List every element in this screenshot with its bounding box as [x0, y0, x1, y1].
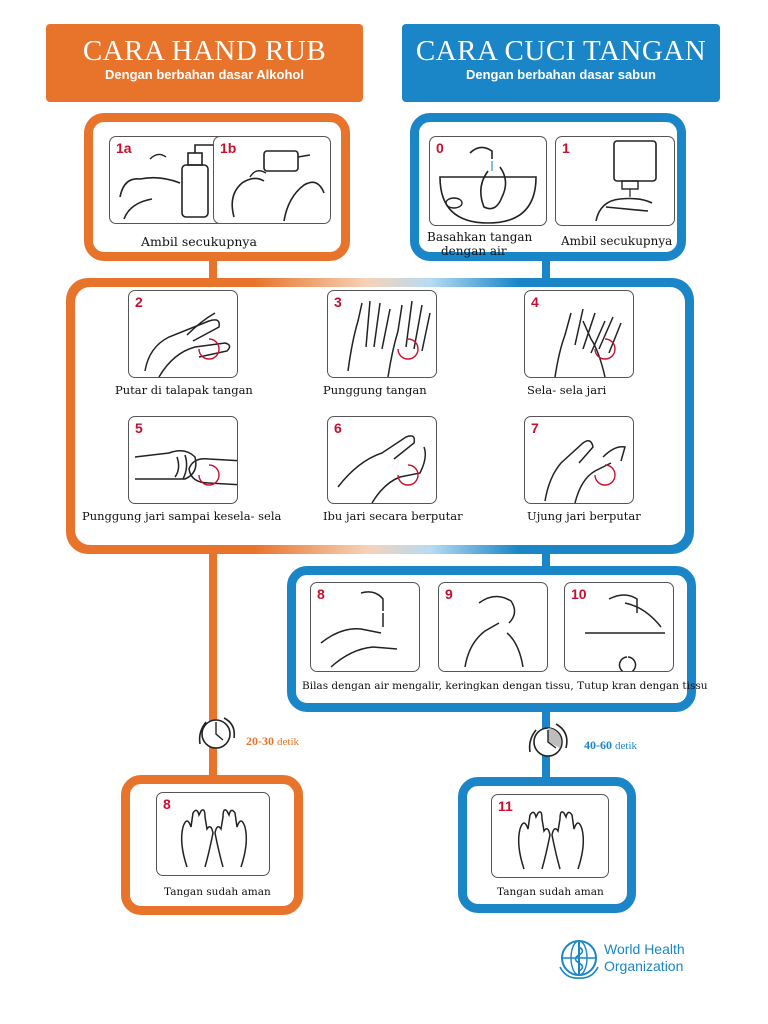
- step-number: 8: [163, 796, 171, 812]
- step-10-panel: 10: [564, 582, 674, 672]
- step-number: 10: [571, 586, 587, 602]
- step-4-panel: 4: [524, 290, 634, 378]
- step-1a-panel: 1a: [109, 136, 227, 224]
- handwash-start-box: 0 1 Basahkan tangan dengan air Ambil sec…: [410, 113, 686, 261]
- interlaced-fingers-icon: [554, 308, 622, 377]
- handrub-final-box: 8 Tangan sudah aman: [121, 775, 303, 915]
- handrub-timer-label: 20-30 detik: [246, 734, 299, 749]
- handwash-timer-label: 40-60 detik: [584, 738, 637, 753]
- handrub-header: CARA HAND RUB Dengan berbahan dasar Alko…: [46, 24, 363, 102]
- handwash-timer-icon: [526, 720, 570, 764]
- step-3-caption: Punggung tangan: [323, 383, 427, 397]
- step-2-panel: 2: [128, 290, 238, 378]
- thumb-rotate-icon: [337, 435, 427, 503]
- step-number: 1a: [116, 140, 132, 156]
- connector-blue-mid: [542, 550, 550, 572]
- connector-orange-long: [209, 550, 217, 780]
- handwash-final-caption: Tangan sudah aman: [497, 886, 604, 898]
- step-8-panel: 8: [310, 582, 420, 672]
- pump-dispenser-icon: [119, 144, 214, 220]
- step-7-caption: Ujung jari berputar: [527, 509, 641, 523]
- step-1-caption: Ambil secukupnya: [561, 234, 673, 248]
- wet-hands-sink-icon: [439, 146, 537, 224]
- step-5-panel: 5: [128, 416, 238, 504]
- safe-hands-icon: [180, 809, 248, 868]
- handwash-final-panel: 11: [491, 794, 609, 878]
- handwash-timer-value: 40-60: [584, 738, 612, 752]
- step-number: 0: [436, 140, 444, 156]
- handrub-final-caption: Tangan sudah aman: [164, 886, 271, 898]
- step-number: 4: [531, 294, 539, 310]
- step-0-panel: 0: [429, 136, 547, 226]
- rinse-caption: Bilas dengan air mengalir, keringkan den…: [302, 680, 708, 692]
- step-6-caption: Ibu jari secara berputar: [323, 509, 463, 523]
- handwash-header: CARA CUCI TANGAN Dengan berbahan dasar s…: [402, 24, 720, 102]
- step-number: 6: [334, 420, 342, 436]
- close-tap-icon: [585, 594, 665, 671]
- step-3-panel: 3: [327, 290, 437, 378]
- step-number: 1b: [220, 140, 237, 156]
- handwash-subtitle: Dengan berbahan dasar sabun: [466, 67, 656, 82]
- faucet-rinse-icon: [320, 591, 398, 668]
- dry-tissue-icon: [464, 595, 524, 668]
- back-of-hand-icon: [347, 300, 431, 377]
- who-name-line2: Organization: [604, 958, 684, 974]
- connector-blue-top: [542, 258, 550, 282]
- step-6-panel: 6: [327, 416, 437, 504]
- rinse-box: 8 9 10 Bilas dengan air mengalir, keringka…: [287, 566, 708, 712]
- step-0-caption-line2: dengan air: [441, 244, 507, 258]
- step-0-caption-line1: Basahkan tangan: [427, 230, 533, 244]
- step-1b-panel: 1b: [213, 136, 331, 224]
- step-4-caption: Sela- sela jari: [527, 383, 607, 397]
- handrub-timer-icon: [196, 714, 236, 754]
- handrub-timer-unit: detik: [277, 736, 299, 748]
- safe-hands-icon: [517, 811, 585, 870]
- handwash-final-box: 11 Tangan sudah aman: [458, 777, 636, 913]
- step-7-panel: 7: [524, 416, 634, 504]
- step-2-caption: Putar di talapak tangan: [115, 383, 253, 397]
- who-emblem-icon: [559, 940, 599, 979]
- handrub-final-panel: 8: [156, 792, 270, 876]
- handrub-title: CARA HAND RUB: [82, 35, 327, 67]
- step-number: 7: [531, 420, 539, 436]
- step-9-panel: 9: [438, 582, 548, 672]
- who-logo: World Health Organization: [558, 937, 698, 981]
- fingertips-icon: [544, 440, 626, 503]
- step-number: 9: [445, 586, 453, 602]
- step-number: 5: [135, 420, 143, 436]
- step-number: 3: [334, 294, 342, 310]
- soap-dispenser-icon: [595, 140, 657, 222]
- connector-orange-top: [209, 258, 217, 282]
- step-number: 2: [135, 294, 143, 310]
- handrub-subtitle: Dengan berbahan dasar Alkohol: [105, 67, 304, 82]
- step-number: 1: [562, 140, 570, 156]
- finger-backs-icon: [134, 450, 237, 486]
- squeeze-bottle-icon: [231, 150, 325, 222]
- handrub-take-caption: Ambil secukupnya: [141, 234, 257, 249]
- handrub-timer-value: 20-30: [246, 734, 274, 748]
- step-5-caption: Punggung jari sampai kesela- sela: [82, 509, 282, 523]
- step-number: 8: [317, 586, 325, 602]
- handwash-title: CARA CUCI TANGAN: [415, 35, 707, 67]
- step-number: 11: [498, 798, 513, 814]
- who-name-line1: World Health: [604, 941, 685, 957]
- palm-rub-icon: [144, 312, 231, 377]
- handrub-take-box: 1a 1b Ambil secukupnya: [84, 113, 350, 261]
- step-1-panel: 1: [555, 136, 675, 226]
- handwash-timer-unit: detik: [615, 740, 637, 752]
